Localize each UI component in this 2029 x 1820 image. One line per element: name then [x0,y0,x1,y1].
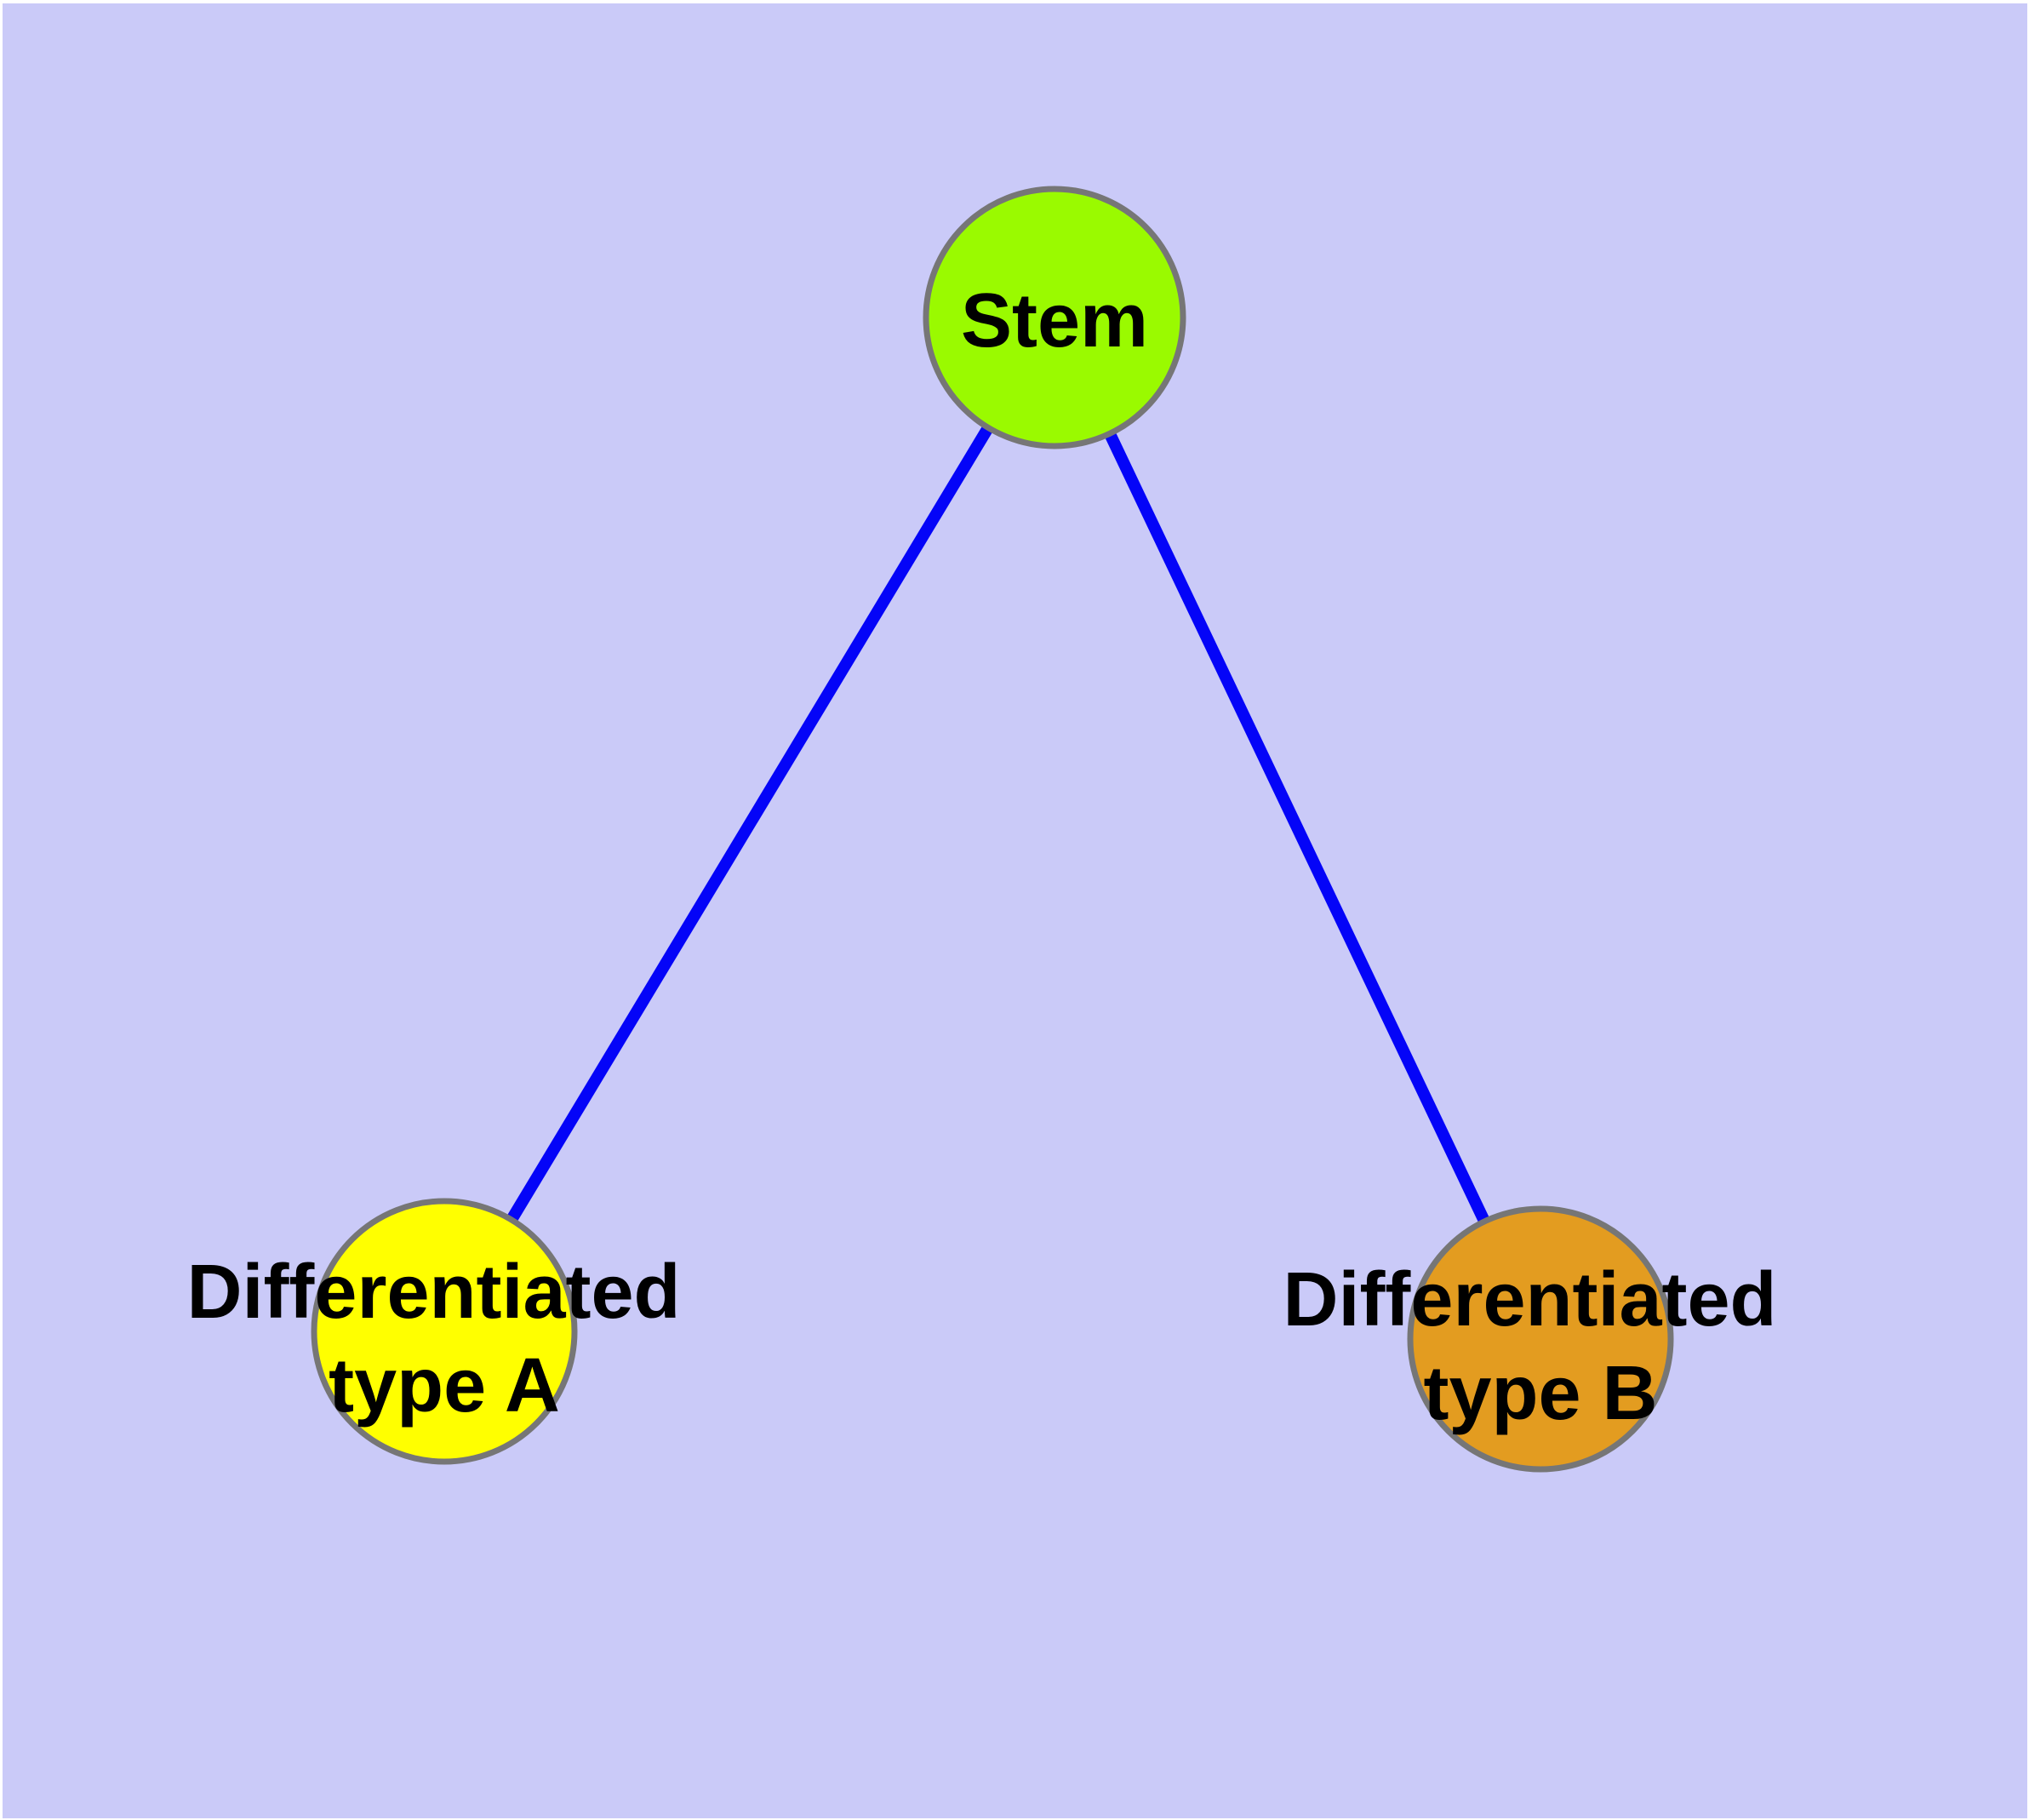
edge-stem-to-type-a [439,314,1060,1335]
node-label-line: Differentiated [186,1250,680,1335]
differentiated-type-a-node-label: Differentiated type A [186,1250,701,1428]
differentiated-type-b-node-label: Differentiated type B [1283,1257,1798,1436]
stem-node[interactable]: Stem [923,186,1186,449]
differentiated-type-a-node[interactable]: Differentiated type A [186,1198,701,1465]
node-label-line: type B [1423,1351,1657,1436]
differentiated-type-a-node-circle[interactable] [311,1198,578,1465]
differentiated-type-b-node[interactable]: Differentiated type B [1283,1205,1798,1473]
node-label-line: Differentiated [1283,1257,1776,1342]
node-label-line: type A [329,1343,560,1428]
differentiated-type-b-node-circle[interactable] [1407,1205,1674,1473]
stem-node-label: Stem [961,278,1148,363]
stem-node-circle[interactable] [923,186,1186,449]
edge-stem-to-type-b [1049,314,1546,1342]
